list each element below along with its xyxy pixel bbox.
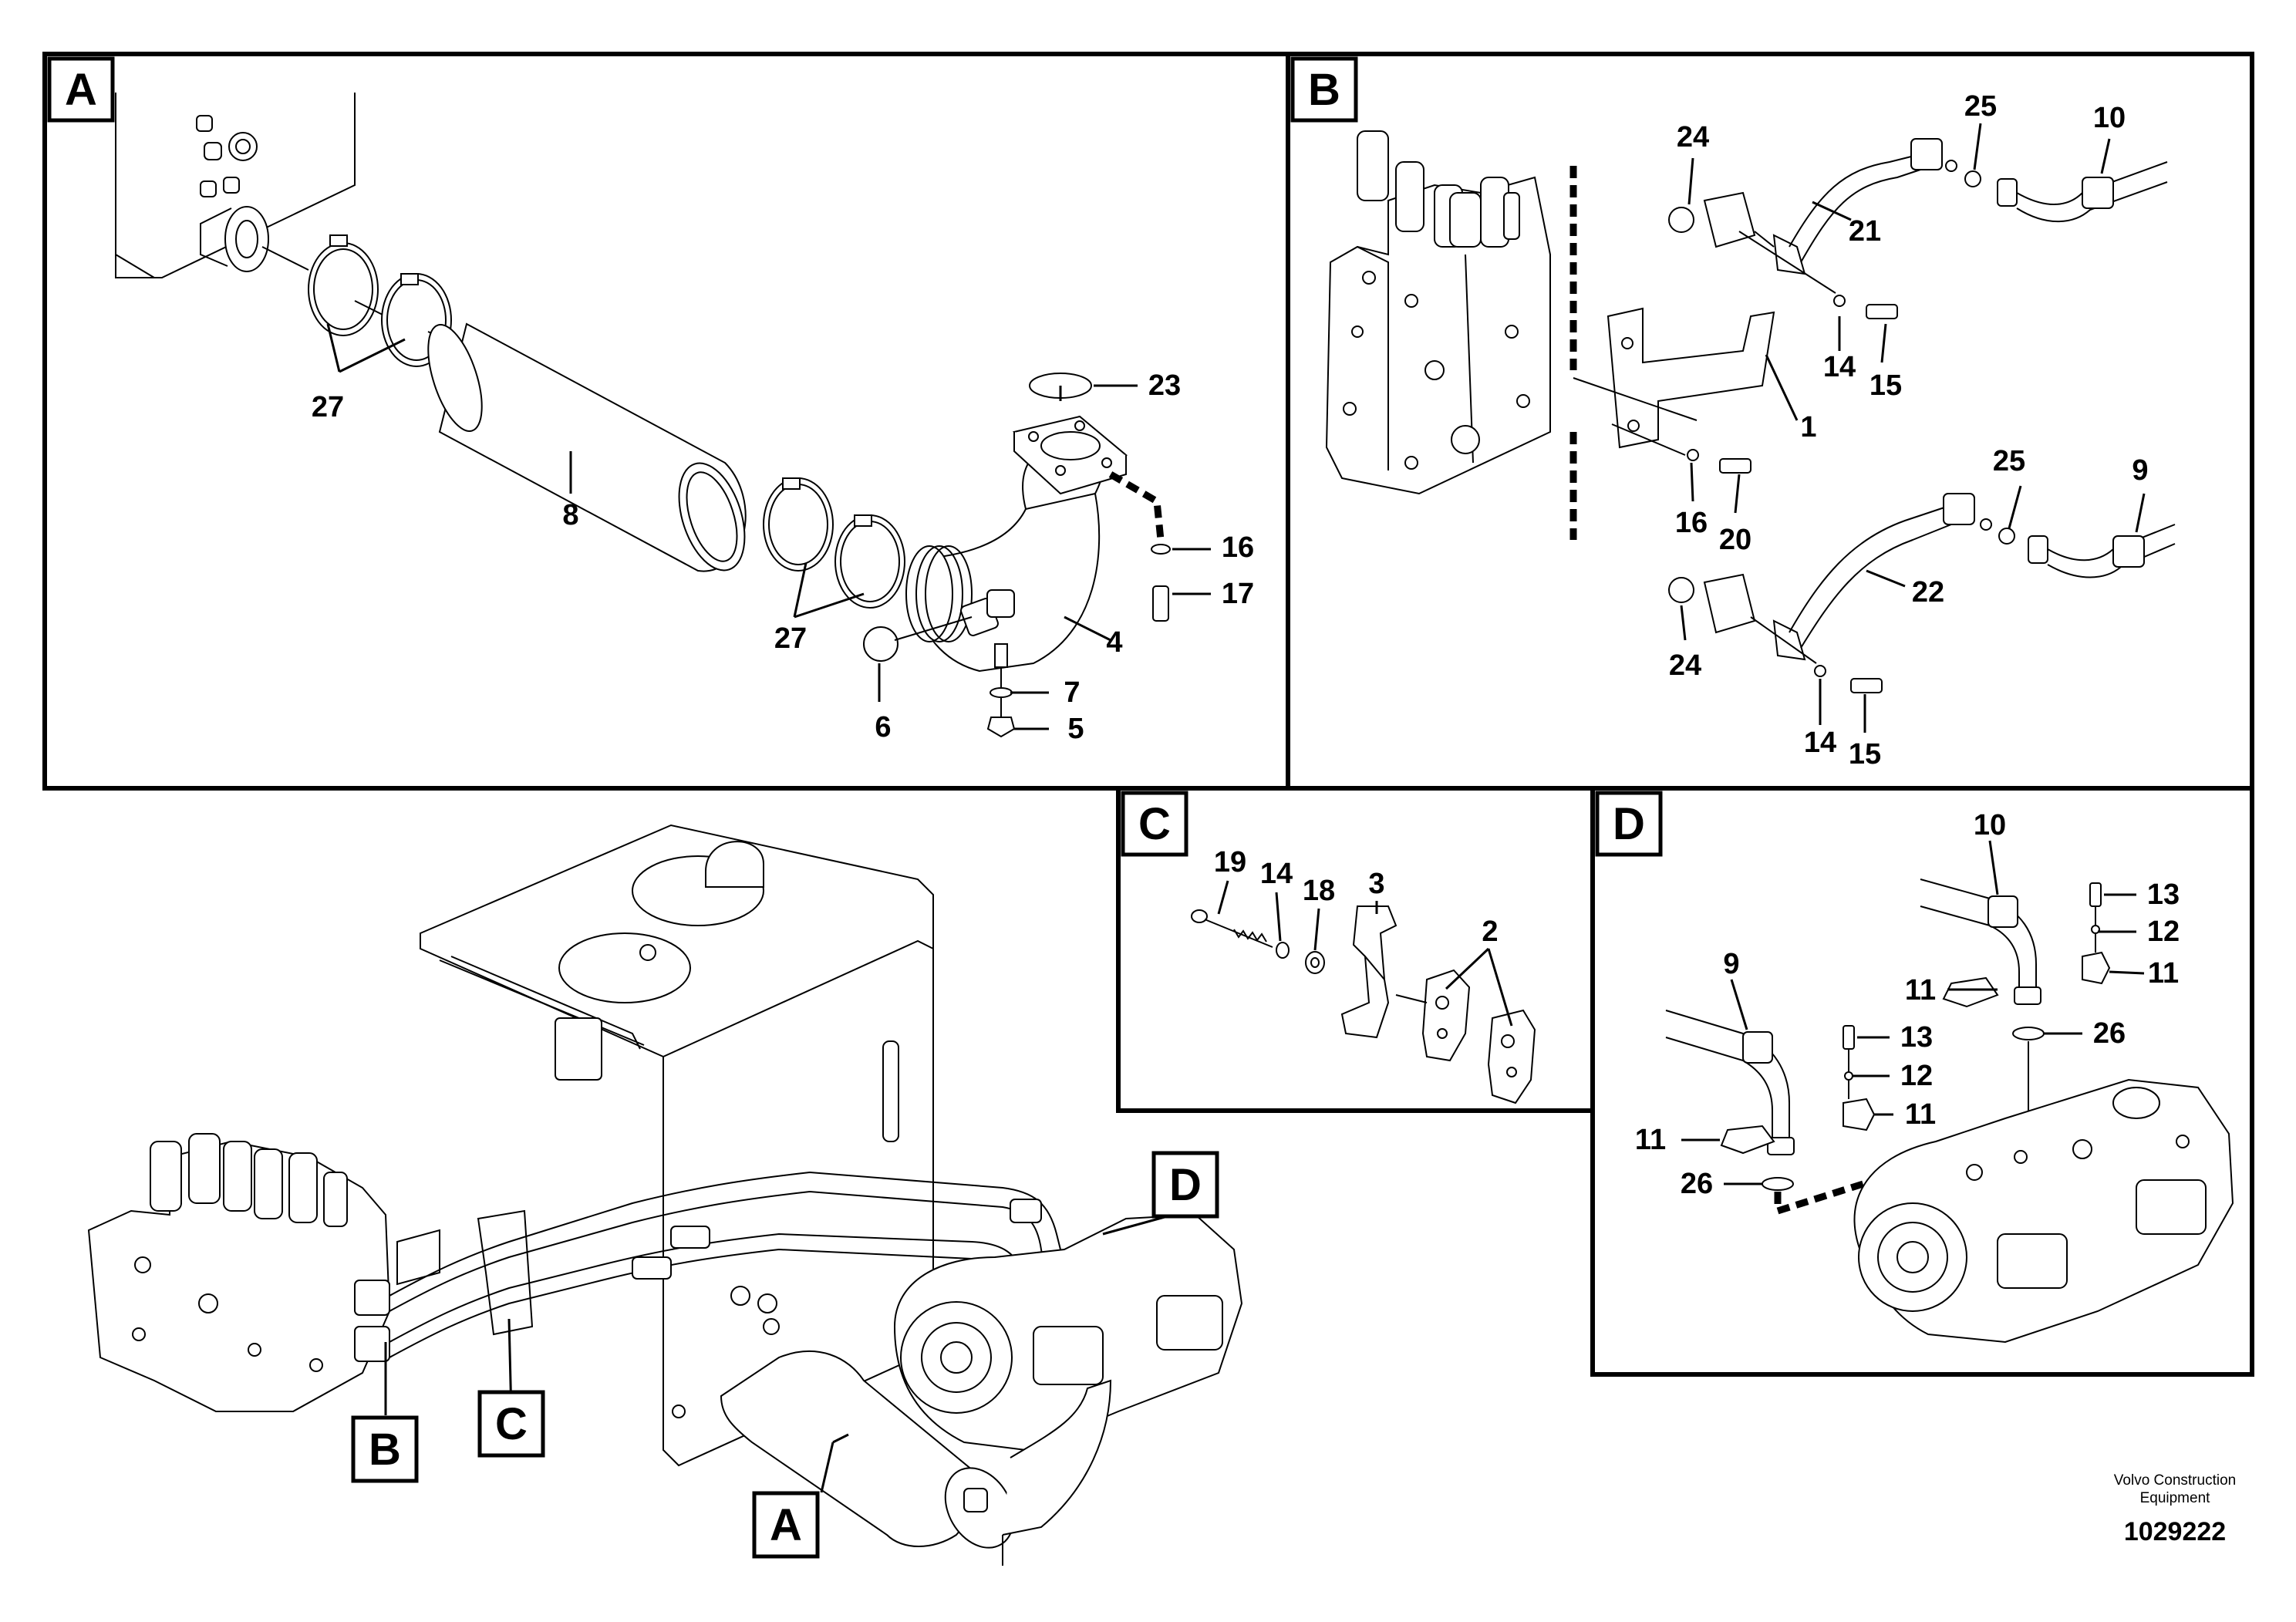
overview-label-a: A [752,1491,820,1559]
callout-11: 11 [1905,974,1936,1007]
callout-5: 5 [1067,713,1084,745]
callout-24: 24 [1669,649,1701,682]
callout-26: 26 [1681,1168,1713,1200]
callout-10: 10 [2093,102,2126,134]
caption: Volvo Construction Equipment 1029222 [2114,1472,2236,1546]
callout-3: 3 [1368,868,1384,900]
callout-9: 9 [1723,948,1739,980]
panel-c-callouts: 19 14 18 3 2 [1214,846,1499,948]
svg-text:B: B [1308,65,1340,115]
callout-15: 15 [1849,738,1881,771]
panel-a-label: A [47,56,115,123]
callout-14: 14 [1260,858,1293,890]
callout-13: 13 [2147,878,2180,911]
callout-27: 27 [312,391,344,423]
caption-company-line1: Volvo Construction [2114,1472,2236,1489]
callout-2: 2 [1482,916,1498,948]
callout-11: 11 [1635,1124,1666,1156]
overview-drawing [87,824,1243,1566]
svg-text:D: D [1169,1160,1202,1210]
panel-b-drawing [1325,130,2176,693]
callout-6: 6 [875,711,891,744]
callout-11: 11 [2148,957,2179,990]
panel-d-leaders [1681,840,2145,1185]
panel-d-callouts: 10 13 12 11 11 26 9 13 12 11 11 26 [1635,809,2180,1200]
callout-19: 19 [1214,846,1246,878]
caption-drawing-number: 1029222 [2124,1517,2226,1546]
callout-8: 8 [562,499,578,531]
overview-label-d: D [1151,1151,1219,1219]
overview-label-c: C [477,1390,545,1458]
callout-13: 13 [1900,1021,1933,1054]
callout-21: 21 [1849,215,1881,248]
callout-11: 11 [1905,1098,1936,1131]
callout-10: 10 [1974,809,2006,841]
callout-20: 20 [1719,524,1752,556]
panel-b-leaders [1680,123,2146,733]
callout-1: 1 [1800,411,1816,443]
panel-a-drawing [115,93,1171,738]
callout-25: 25 [1964,90,1997,123]
callout-26: 26 [2093,1017,2126,1050]
panel-d-label: D [1595,791,1663,857]
svg-text:D: D [1613,799,1645,849]
panel-a-callouts: 27 27 8 23 16 17 4 7 6 5 [312,369,1254,745]
callout-27: 27 [774,622,807,655]
callout-15: 15 [1870,369,1902,402]
callout-14: 14 [1804,727,1836,759]
panel-d-drawing [1665,878,2234,1344]
svg-text:B: B [369,1425,401,1475]
overview-label-b: B [351,1415,419,1483]
callout-23: 23 [1148,369,1181,402]
callout-12: 12 [1900,1060,1933,1092]
callout-4: 4 [1106,626,1122,659]
panel-b-callouts: 24 25 10 21 14 15 1 16 20 25 9 22 24 14 … [1669,90,2149,771]
panel-c-drawing [1191,905,1536,1104]
svg-text:A: A [770,1500,802,1550]
callout-16: 16 [1675,507,1708,539]
svg-text:A: A [65,65,97,115]
callout-17: 17 [1222,578,1254,610]
callout-16: 16 [1222,531,1254,564]
panel-b-label: B [1290,56,1358,123]
svg-text:C: C [495,1399,528,1449]
panel-a-frame [42,52,1290,791]
callout-9: 9 [2132,454,2148,487]
panel-c-leaders [1217,880,1513,1027]
caption-company-line2: Equipment [2140,1490,2211,1506]
callout-25: 25 [1993,445,2025,477]
callout-24: 24 [1677,121,1709,153]
callout-22: 22 [1912,576,1944,609]
callout-12: 12 [2147,916,2180,948]
panel-d-frame [1590,786,2254,1377]
callout-14: 14 [1823,351,1856,383]
panel-c-label: C [1121,791,1188,857]
callout-18: 18 [1303,875,1335,907]
callout-7: 7 [1064,676,1080,709]
panel-a-leaders [326,323,1211,730]
svg-text:C: C [1138,799,1171,849]
